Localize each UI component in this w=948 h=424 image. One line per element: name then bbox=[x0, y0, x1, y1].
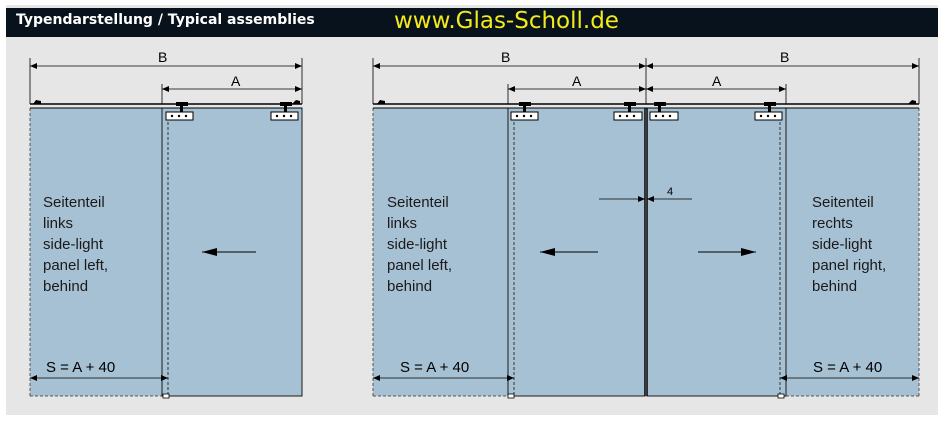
overlap-formula-right: S = A + 40 bbox=[813, 359, 882, 376]
diagram-double: B B A A 4 Seitenteil links side-light pa… bbox=[372, 49, 920, 399]
svg-text:side-light: side-light bbox=[812, 236, 873, 253]
svg-text:panel left,: panel left, bbox=[387, 257, 452, 274]
side-light-right-label: Seitenteil rechts side-light panel right… bbox=[812, 194, 886, 295]
svg-text:behind: behind bbox=[812, 278, 857, 295]
header-url: www.Glas-Scholl.de bbox=[394, 8, 619, 34]
side-light-label: Seitenteil links side-light panel left, … bbox=[43, 194, 108, 295]
svg-text:side-light: side-light bbox=[387, 236, 448, 253]
dimension-a-label: A bbox=[231, 73, 241, 89]
svg-text:links: links bbox=[43, 215, 73, 232]
dimension-b-label: B bbox=[158, 49, 167, 65]
roller-1 bbox=[510, 102, 539, 121]
svg-text:behind: behind bbox=[387, 278, 432, 295]
svg-text:side-light: side-light bbox=[43, 236, 104, 253]
svg-text:panel left,: panel left, bbox=[43, 257, 108, 274]
side-light-panel-right bbox=[781, 108, 919, 396]
overlap-formula: S = A + 40 bbox=[46, 359, 115, 376]
gap-label: 4 bbox=[667, 186, 673, 198]
roller-left bbox=[165, 102, 194, 121]
svg-text:links: links bbox=[387, 215, 417, 232]
side-light-panel-left bbox=[373, 108, 513, 396]
diagram-single: B A Seitenteil links side-light panel le… bbox=[29, 49, 303, 399]
roller-right bbox=[270, 102, 299, 121]
side-light-panel-left bbox=[30, 108, 166, 396]
svg-text:panel right,: panel right, bbox=[812, 257, 886, 274]
dimension-a-right-label: A bbox=[712, 73, 722, 89]
svg-text:Seitenteil: Seitenteil bbox=[387, 194, 449, 211]
dimension-a-left-label: A bbox=[572, 73, 582, 89]
roller-2 bbox=[613, 102, 643, 121]
header-bar: Typendarstellung / Typical assemblies ww… bbox=[6, 8, 938, 37]
overlap-formula-left: S = A + 40 bbox=[400, 359, 469, 376]
svg-text:rechts: rechts bbox=[812, 215, 853, 232]
side-light-left-label: Seitenteil links side-light panel left, … bbox=[387, 194, 452, 295]
svg-text:behind: behind bbox=[43, 278, 88, 295]
dimension-b-left-label: B bbox=[501, 49, 510, 65]
dimension-b-right-label: B bbox=[780, 49, 789, 65]
svg-text:Seitenteil: Seitenteil bbox=[43, 194, 105, 211]
svg-text:Seitenteil: Seitenteil bbox=[812, 194, 874, 211]
header-title: Typendarstellung / Typical assemblies bbox=[16, 12, 315, 28]
roller-4 bbox=[754, 102, 783, 121]
roller-3 bbox=[649, 102, 679, 121]
